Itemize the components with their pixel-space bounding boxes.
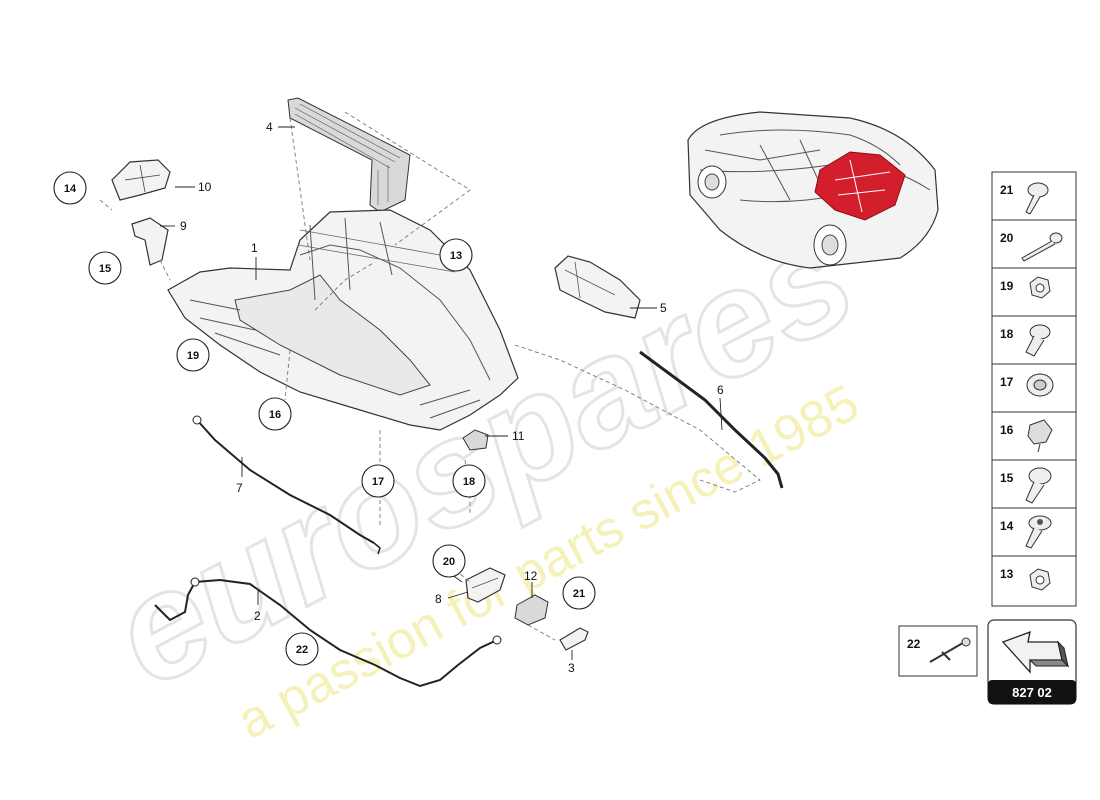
legend-icon-15-screw-icon bbox=[1025, 467, 1052, 504]
legend-icon-20-pin-icon bbox=[1021, 232, 1063, 262]
legend-label-15: 15 bbox=[1000, 471, 1014, 485]
callout-13: 13 bbox=[439, 238, 473, 272]
callout-19: 19 bbox=[176, 338, 210, 372]
reference-number: 827 02 bbox=[1012, 685, 1052, 700]
legend-label-19: 19 bbox=[1000, 279, 1014, 293]
legend-label-20: 20 bbox=[1000, 231, 1014, 245]
legend-icon-19-nut-icon bbox=[1029, 276, 1051, 299]
part-4-grille bbox=[287, 97, 411, 213]
label-3: 3 bbox=[568, 661, 575, 675]
part-10-bracket bbox=[111, 159, 171, 201]
part-8-latch bbox=[465, 567, 506, 603]
callout-19-text: 19 bbox=[187, 350, 199, 362]
label-12: 12 bbox=[524, 569, 538, 583]
callout-14-text: 14 bbox=[64, 183, 77, 195]
legend-icon-14-screw-icon bbox=[1025, 515, 1052, 549]
callout-13-text: 13 bbox=[450, 250, 462, 262]
legend-icon-17-grommet-icon bbox=[1026, 373, 1054, 397]
callout-17: 17 bbox=[361, 464, 395, 498]
callout-17-text: 17 bbox=[372, 476, 384, 488]
label-1: 1 bbox=[251, 241, 258, 255]
label-2: 2 bbox=[254, 609, 261, 623]
label-8: 8 bbox=[435, 592, 442, 606]
label-10: 10 bbox=[198, 180, 212, 194]
callout-21-text: 21 bbox=[573, 588, 585, 600]
legend-label-16: 16 bbox=[1000, 423, 1014, 437]
callout-14: 14 bbox=[53, 171, 87, 205]
callout-16: 16 bbox=[258, 397, 292, 431]
legend-icon-18-rivet-icon bbox=[1025, 324, 1051, 357]
callout-20: 20 bbox=[432, 544, 466, 578]
part-5-panel bbox=[554, 255, 641, 319]
label-7: 7 bbox=[236, 481, 243, 495]
part-3-bracket bbox=[559, 627, 589, 651]
guide-lines bbox=[99, 111, 761, 641]
part-11-clip bbox=[462, 429, 489, 451]
label-11: 11 bbox=[512, 429, 525, 443]
legend-icon-22-cable-tie-icon bbox=[929, 637, 971, 663]
fastener-legend: 21 20 19 18 17 16 15 14 13 bbox=[991, 171, 1077, 607]
legend-icon-21-bolt-icon bbox=[1025, 182, 1049, 215]
callout-21: 21 bbox=[562, 576, 596, 610]
leader-lines bbox=[160, 126, 723, 660]
legend-label-13: 13 bbox=[1000, 567, 1014, 581]
part-12-lock bbox=[514, 594, 549, 626]
arrow-view-icon bbox=[1001, 630, 1070, 674]
legend-label-21: 21 bbox=[1000, 183, 1014, 197]
label-9: 9 bbox=[180, 219, 187, 233]
callout-15: 15 bbox=[88, 251, 122, 285]
label-5: 5 bbox=[660, 301, 667, 315]
legend-label-17: 17 bbox=[1000, 375, 1014, 389]
part-7-cable bbox=[192, 415, 381, 555]
legend-icon-13-nut-icon bbox=[1029, 568, 1051, 591]
callout-16-text: 16 bbox=[269, 409, 281, 421]
callout-22-text: 22 bbox=[296, 644, 308, 656]
callout-20-text: 20 bbox=[443, 556, 455, 568]
part-9-bracket bbox=[131, 217, 169, 266]
legend-icon-16-clip-icon bbox=[1027, 419, 1053, 453]
part-2-release-cable bbox=[154, 577, 502, 688]
reference-box: 827 02 bbox=[987, 619, 1077, 705]
callout-18-text: 18 bbox=[463, 476, 475, 488]
label-6: 6 bbox=[717, 383, 724, 397]
callout-15-text: 15 bbox=[99, 263, 111, 275]
car-overview bbox=[687, 111, 939, 269]
part-6-seal bbox=[639, 350, 784, 489]
legend-label-22: 22 bbox=[907, 637, 921, 651]
legend-label-18: 18 bbox=[1000, 327, 1014, 341]
callout-18: 18 bbox=[452, 464, 486, 498]
legend-extra-22: 22 bbox=[898, 625, 978, 677]
callout-22: 22 bbox=[285, 632, 319, 666]
highlighted-engine-cover bbox=[814, 151, 906, 221]
label-4: 4 bbox=[266, 120, 273, 134]
legend-label-14: 14 bbox=[1000, 519, 1014, 533]
part-1-engine-cover bbox=[167, 209, 519, 431]
